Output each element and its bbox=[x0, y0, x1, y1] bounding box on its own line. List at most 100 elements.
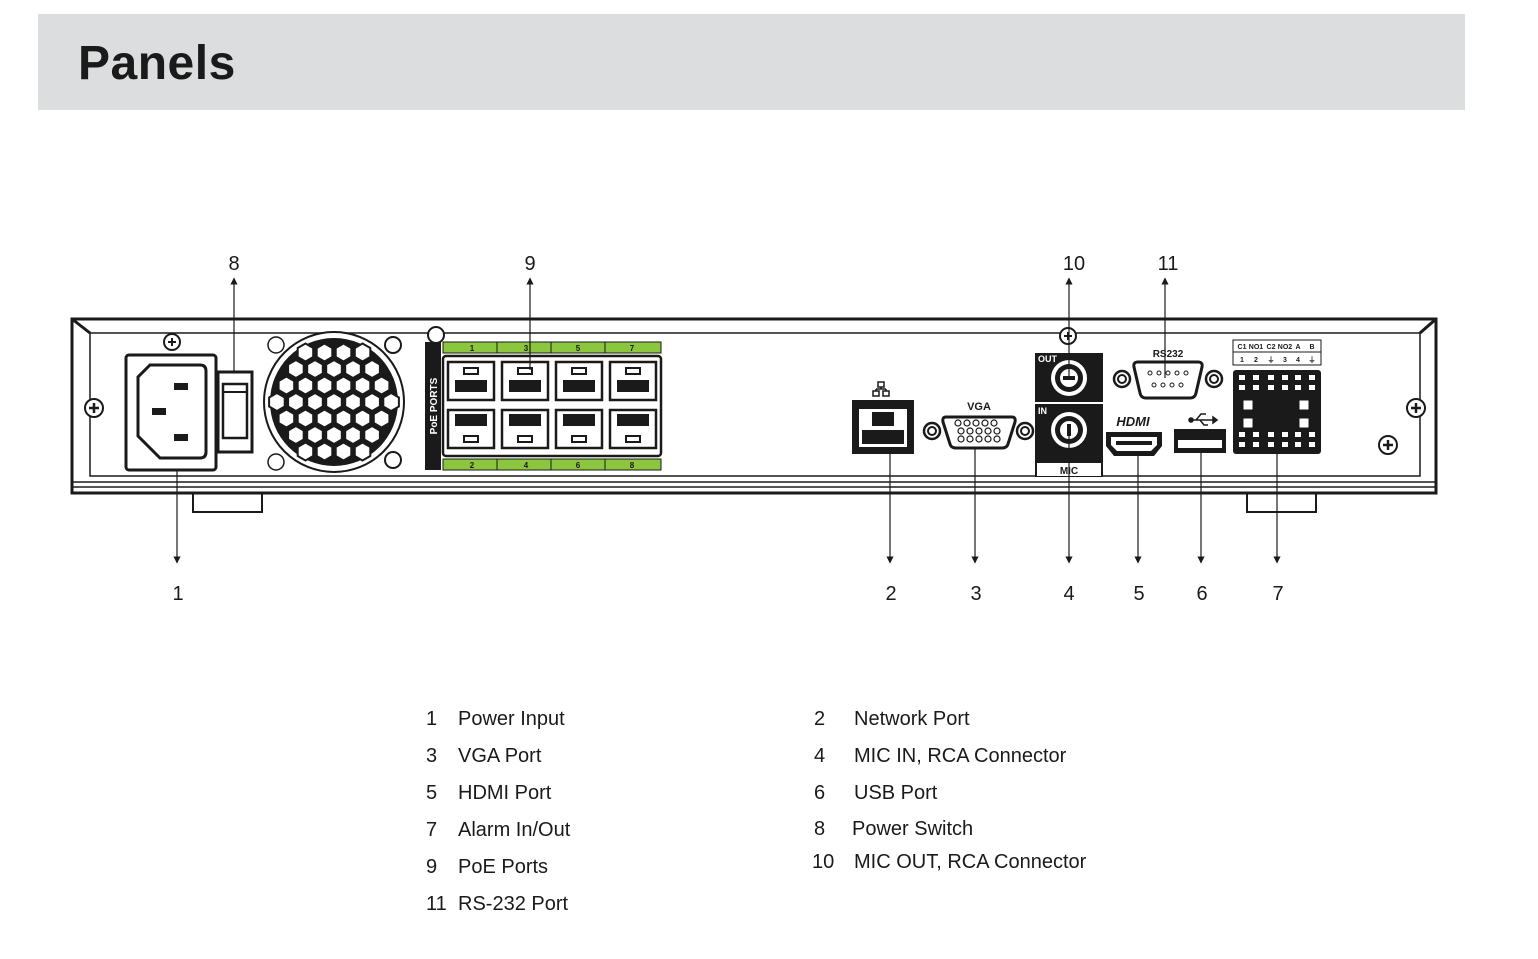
legend-number: 2 bbox=[814, 708, 826, 730]
alarm-pin bbox=[1268, 442, 1274, 447]
rs232-label: RS232 bbox=[1153, 349, 1184, 360]
usb-icon bbox=[1188, 413, 1219, 426]
alarm-terminal-label: NO2 bbox=[1278, 344, 1293, 351]
legend-item: 4 MIC IN, RCA Connector bbox=[814, 745, 1066, 768]
callout-1: 1 bbox=[172, 583, 183, 605]
alarm-terminal-label: C2 bbox=[1267, 344, 1276, 351]
fan-grille-cell bbox=[344, 391, 362, 413]
legend-number: 10 bbox=[812, 851, 835, 873]
hdmi-logo: HDMI bbox=[1116, 414, 1150, 429]
poe-port-number: 1 bbox=[470, 344, 475, 353]
fan-grille-cell bbox=[315, 375, 334, 396]
fan-grille-cell bbox=[306, 391, 324, 413]
alarm-pin bbox=[1253, 385, 1259, 390]
callout-8: 8 bbox=[228, 253, 239, 275]
legend-label: USB Port bbox=[854, 782, 938, 804]
legend-number: 9 bbox=[426, 856, 438, 878]
fan-grille-cell bbox=[325, 391, 343, 413]
poe-port-number: 7 bbox=[630, 344, 635, 353]
alarm-terminal-label: 1 bbox=[1240, 357, 1244, 364]
fan-grille-cell bbox=[325, 424, 343, 446]
alarm-pin bbox=[1309, 375, 1315, 380]
fan-grille-cell bbox=[363, 391, 381, 413]
alarm-terminal-label: NO1 bbox=[1249, 344, 1264, 351]
alarm-pin bbox=[1239, 442, 1245, 447]
fan-grille-cell bbox=[325, 358, 343, 380]
rj45-jack bbox=[554, 408, 604, 450]
alarm-pin bbox=[1253, 432, 1259, 437]
fan-grille-cell bbox=[372, 375, 391, 396]
rj45-jack bbox=[608, 408, 658, 450]
poe-port-number: 3 bbox=[524, 344, 529, 353]
alarm-pin bbox=[1239, 432, 1245, 437]
fan-grille-cell bbox=[344, 424, 362, 446]
legend-label: MIC OUT, RCA Connector bbox=[854, 851, 1087, 873]
callout-3: 3 bbox=[970, 583, 981, 605]
fan-grille-cell bbox=[306, 424, 324, 446]
power-switch bbox=[216, 370, 254, 454]
legend-item: 10 MIC OUT, RCA Connector bbox=[812, 851, 1086, 874]
legend-number: 6 bbox=[814, 782, 826, 804]
screw-icon bbox=[1059, 327, 1077, 345]
hdmi-port: HDMI bbox=[1106, 414, 1162, 456]
alarm-pin bbox=[1295, 385, 1301, 390]
callout-6: 6 bbox=[1196, 583, 1207, 605]
rj45-jack bbox=[500, 408, 550, 450]
power-input-socket bbox=[124, 353, 218, 472]
fan-grille-cell bbox=[315, 408, 334, 429]
callout-11: 11 bbox=[1158, 253, 1179, 275]
fan-grille-cell bbox=[315, 342, 334, 363]
legend-number: 11 bbox=[426, 893, 447, 915]
rj45-jack bbox=[446, 408, 496, 450]
alarm-pin bbox=[1268, 432, 1274, 437]
callout-5: 5 bbox=[1133, 583, 1144, 605]
alarm-terminal-label: 4 bbox=[1296, 357, 1300, 364]
fan-grille-cell bbox=[344, 358, 362, 380]
alarm-pin bbox=[1282, 442, 1288, 447]
rear-panel-diagram: PoE PORTS 1 3 5 7 2 4 6 8 VGA bbox=[70, 253, 1438, 605]
rj45-jack bbox=[500, 360, 550, 402]
poe-port-number: 6 bbox=[576, 461, 581, 470]
fan-grille-cell bbox=[353, 441, 372, 462]
legend-label: VGA Port bbox=[458, 745, 542, 767]
legend-number: 4 bbox=[814, 745, 826, 767]
legend-label: MIC IN, RCA Connector bbox=[854, 745, 1067, 767]
fan-grille-cell bbox=[334, 408, 353, 429]
section-header: Panels bbox=[38, 14, 1465, 110]
fan-grille-cell bbox=[277, 408, 296, 429]
mic-out-label: OUT bbox=[1038, 354, 1058, 364]
poe-port-number: 5 bbox=[576, 344, 581, 353]
alarm-pin bbox=[1282, 385, 1288, 390]
screw-icon bbox=[163, 333, 181, 351]
vga-label: VGA bbox=[967, 401, 991, 413]
fan-grille-cell bbox=[353, 342, 372, 363]
fan-grille-cell bbox=[296, 441, 315, 462]
screw-icon bbox=[84, 398, 104, 418]
fan-grille-cell bbox=[334, 375, 353, 396]
callout-lines bbox=[173, 277, 1281, 564]
legend-label: RS-232 Port bbox=[458, 893, 569, 915]
fan-grille-cell bbox=[287, 358, 305, 380]
alarm-pin bbox=[1309, 432, 1315, 437]
screw-icon bbox=[1406, 398, 1426, 418]
fan-grille-cell bbox=[268, 391, 286, 413]
fan-grille-cell bbox=[353, 375, 372, 396]
usb-port bbox=[1174, 413, 1226, 453]
alarm-terminal-label: ⏚ bbox=[1309, 356, 1316, 364]
alarm-pin bbox=[1268, 385, 1274, 390]
poe-port-number: 4 bbox=[524, 461, 529, 470]
legend-number: 7 bbox=[426, 819, 438, 841]
fan-icon bbox=[263, 331, 405, 473]
alarm-terminal-label: ⏚ bbox=[1268, 356, 1275, 364]
fan-grille-cell bbox=[334, 441, 353, 462]
alarm-pin bbox=[1239, 375, 1245, 380]
vga-port: VGA bbox=[922, 401, 1035, 450]
poe-ports-label: PoE PORTS bbox=[429, 377, 440, 434]
alarm-terminal-label: 3 bbox=[1283, 357, 1287, 364]
callout-7: 7 bbox=[1272, 583, 1283, 605]
